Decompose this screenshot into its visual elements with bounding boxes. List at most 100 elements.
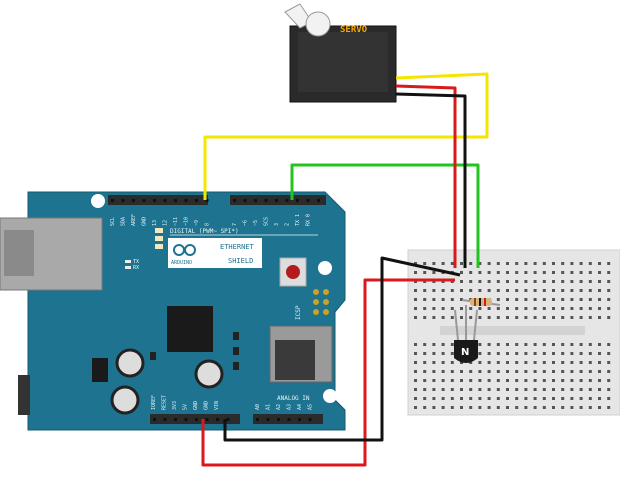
input-wire: [290, 163, 480, 268]
breadboard-hole: [524, 262, 528, 265]
breadboard-hole: [561, 316, 565, 319]
header-pin: [216, 418, 219, 421]
breadboard-hole: [487, 397, 491, 400]
breadboard-hole: [441, 406, 445, 409]
breadboard-hole: [607, 352, 611, 355]
breadboard-hole: [542, 271, 546, 274]
breadboard-hole: [579, 379, 583, 382]
icsp-pin: [323, 289, 329, 295]
breadboard-hole: [478, 361, 482, 364]
breadboard-hole: [570, 352, 574, 355]
pin-label: A3: [287, 404, 293, 410]
digital-header-left: [108, 195, 208, 205]
breadboard-hole: [460, 379, 463, 382]
breadboard-hole: [496, 379, 500, 382]
breadboard-hole: [588, 361, 592, 364]
breadboard-hole: [432, 316, 436, 319]
breadboard-hole: [524, 307, 528, 310]
breadboard-hole: [588, 379, 592, 382]
breadboard-hole: [515, 307, 519, 310]
breadboard-hole: [561, 289, 565, 292]
breadboard-hole: [588, 343, 592, 346]
servo-label: SERVO: [340, 25, 368, 35]
breadboard-hole: [450, 352, 454, 355]
breadboard-hole: [524, 280, 528, 283]
breadboard-hole: [450, 361, 454, 364]
breadboard-hole: [441, 370, 445, 373]
breadboard-hole: [515, 280, 519, 283]
breadboard-hole: [561, 361, 565, 364]
breadboard-hole: [515, 316, 519, 319]
breadboard-hole: [478, 343, 482, 346]
breadboard-hole: [506, 361, 509, 364]
breadboard-hole: [515, 397, 519, 400]
header-pin: [256, 418, 259, 421]
ethernet-jack: [0, 217, 103, 291]
header-pin: [277, 418, 280, 421]
pin-label: A0: [255, 404, 261, 410]
breadboard-hole: [524, 343, 528, 346]
breadboard-hole: [598, 388, 601, 391]
breadboard-hole: [533, 388, 537, 391]
breadboard-hole: [607, 316, 611, 319]
breadboard-hole: [441, 316, 445, 319]
breadboard-hole: [607, 262, 611, 265]
breadboard-hole: [570, 262, 574, 265]
arduino-ethernet-shield: DIGITAL (PWM~ SPI*) ARDUINO ETHERNET SHI…: [0, 191, 346, 431]
signal-wire: [203, 72, 489, 200]
pin-label: SDA: [121, 217, 127, 226]
breadboard-hole: [552, 289, 555, 292]
breadboard-hole: [450, 388, 454, 391]
breadboard-hole: [607, 307, 611, 310]
pin-label: RESET: [162, 395, 168, 410]
breadboard-hole: [607, 397, 611, 400]
breadboard-hole: [561, 370, 565, 373]
breadboard-hole: [579, 388, 583, 391]
breadboard-hole: [441, 397, 445, 400]
breadboard-hole: [450, 262, 454, 265]
breadboard-hole: [561, 397, 565, 400]
breadboard-hole: [506, 370, 509, 373]
breadboard-hole: [515, 343, 519, 346]
breadboard-hole: [441, 289, 445, 292]
breadboard-hole: [579, 271, 583, 274]
breadboard-hole: [524, 289, 528, 292]
header-pin: [287, 418, 291, 421]
breadboard-hole: [496, 388, 500, 391]
pin-label: AREF: [131, 214, 137, 226]
svg-text:TX: TX: [133, 259, 139, 265]
chip: [167, 306, 213, 352]
breadboard-hole: [533, 316, 537, 319]
breadboard-hole: [487, 289, 491, 292]
breadboard-hole: [570, 361, 574, 364]
breadboard-hole: [487, 388, 491, 391]
svg-text:RX: RX: [133, 265, 139, 271]
icsp-pin: [313, 289, 319, 295]
breadboard-hole: [533, 271, 537, 274]
breadboard-hole: [552, 379, 555, 382]
header-pin: [298, 418, 301, 421]
breadboard-hole: [561, 343, 565, 346]
pin-label: SCL: [110, 217, 116, 226]
breadboard-hole: [460, 307, 463, 310]
breadboard-hole: [469, 280, 473, 283]
breadboard-hole: [414, 298, 417, 301]
breadboard-hole: [441, 307, 445, 310]
breadboard-hole: [487, 280, 491, 283]
breadboard-hole: [533, 307, 537, 310]
svg-text:ARDUINO: ARDUINO: [171, 260, 192, 266]
header-pin: [285, 199, 289, 202]
svg-text:ICSP: ICSP: [295, 305, 302, 320]
pin-label: RX 0: [306, 214, 312, 226]
pin-label: ~5: [253, 220, 259, 226]
breadboard-hole: [478, 379, 482, 382]
breadboard-hole: [496, 343, 500, 346]
breadboard-hole: [607, 343, 611, 346]
breadboard-hole: [478, 262, 482, 265]
breadboard-hole: [542, 280, 546, 283]
breadboard-hole: [450, 298, 454, 301]
breadboard-hole: [441, 343, 445, 346]
ground-wire: [223, 256, 461, 442]
breadboard-hole: [579, 361, 583, 364]
